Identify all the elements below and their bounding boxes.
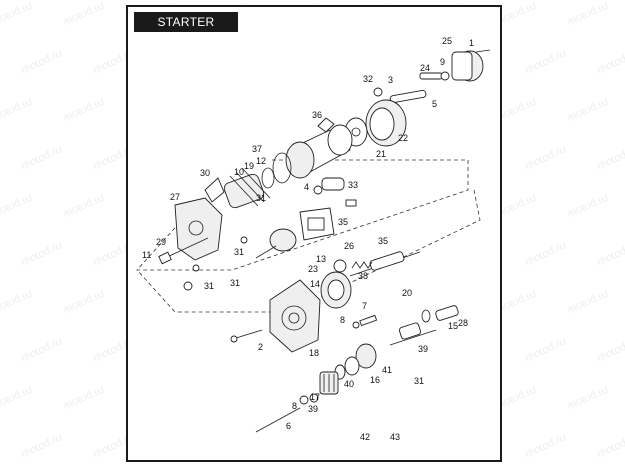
part-idler-shaft: [421, 305, 459, 323]
callout-5: 5: [432, 99, 437, 109]
part-small-fasteners: [419, 71, 450, 81]
part-drive-shaft: [349, 251, 421, 277]
part-plunger: [313, 177, 345, 195]
callout-15: 15: [448, 321, 458, 331]
callout-33: 33: [348, 180, 358, 190]
callout-11: 11: [142, 250, 151, 260]
part-armature: [223, 167, 271, 209]
part-end-housing: [344, 99, 407, 147]
part-drive-cap: [451, 49, 491, 82]
part-end-cover: [174, 177, 225, 261]
callout-35: 35: [338, 217, 348, 227]
part-spring-38: [351, 261, 373, 269]
callout-13: 13: [316, 254, 326, 264]
callout-28: 28: [458, 318, 468, 328]
part-bearings: [334, 343, 377, 380]
callout-19: 19: [244, 161, 254, 171]
part-pinion-gear: [319, 371, 339, 395]
part-screws-31: [183, 236, 248, 291]
callout-14: 14: [310, 279, 320, 289]
callout-24: 24: [420, 63, 430, 73]
callout-22: 22: [398, 133, 408, 143]
part-pinion-shaft: [389, 322, 437, 346]
part-washer-8: [352, 321, 360, 329]
callout-16: 16: [370, 375, 380, 385]
callout-1: 1: [469, 38, 474, 48]
callout-38: 38: [358, 271, 368, 281]
callout-21: 21: [376, 149, 386, 159]
part-o-ring: [373, 87, 383, 97]
callout-43: 43: [390, 432, 400, 442]
callout-40: 40: [344, 379, 354, 389]
diagram-title: STARTER MOTOR: [134, 12, 238, 49]
part-bolt-2-head: [230, 335, 238, 343]
callout-31: 31: [230, 278, 240, 288]
callout-31: 31: [204, 281, 214, 291]
callout-36: 36: [312, 110, 322, 120]
callout-labels: 1234567889101112131415161718192021222324…: [142, 36, 474, 442]
callout-26: 26: [344, 241, 354, 251]
callout-42: 42: [360, 432, 370, 442]
part-solenoid-housing: [285, 117, 353, 179]
part-bearing: [261, 167, 275, 189]
part-brush-plate: [299, 207, 335, 241]
callout-3: 3: [388, 75, 393, 85]
part-bolt-head: [158, 251, 172, 265]
part-pin-7: [359, 314, 378, 327]
callout-18: 18: [309, 348, 319, 358]
callout-31: 31: [256, 193, 266, 203]
callout-6: 6: [286, 421, 291, 431]
callout-29: 29: [156, 237, 166, 247]
callout-23: 23: [308, 264, 318, 274]
part-long-bolt-6: [255, 407, 301, 433]
callout-41: 41: [382, 365, 392, 375]
part-o-ring-large: [272, 152, 292, 184]
callout-25: 25: [442, 36, 452, 46]
callout-32: 32: [363, 74, 373, 84]
callout-27: 27: [170, 192, 180, 202]
part-clutch-gear: [320, 259, 352, 309]
callout-31: 31: [414, 376, 424, 386]
part-bolt-37: [345, 199, 357, 207]
callout-10: 10: [234, 167, 244, 177]
callout-12: 12: [256, 156, 266, 166]
callout-17: 17: [310, 392, 320, 402]
part-bolt-2: [235, 329, 263, 339]
callout-37: 37: [252, 144, 262, 154]
callout-2: 2: [258, 342, 263, 352]
callout-20: 20: [402, 288, 412, 298]
callout-31: 31: [234, 247, 244, 257]
part-washer-8b: [309, 393, 319, 403]
callout-7: 7: [362, 301, 367, 311]
callout-9: 9: [440, 57, 445, 67]
callout-35: 35: [378, 236, 388, 246]
part-washer-40: [299, 395, 309, 405]
callout-8: 8: [292, 401, 297, 411]
callout-30: 30: [200, 168, 210, 178]
callout-8: 8: [340, 315, 345, 325]
callout-4: 4: [304, 182, 309, 192]
assembly-outline-upper: [136, 159, 469, 271]
part-through-bolt-30: [164, 237, 209, 259]
part-brush-holder: [255, 228, 297, 259]
callout-39: 39: [418, 344, 428, 354]
part-drive-housing: [269, 279, 321, 353]
part-solenoid-rod: [389, 89, 427, 104]
callout-39: 39: [308, 404, 318, 414]
